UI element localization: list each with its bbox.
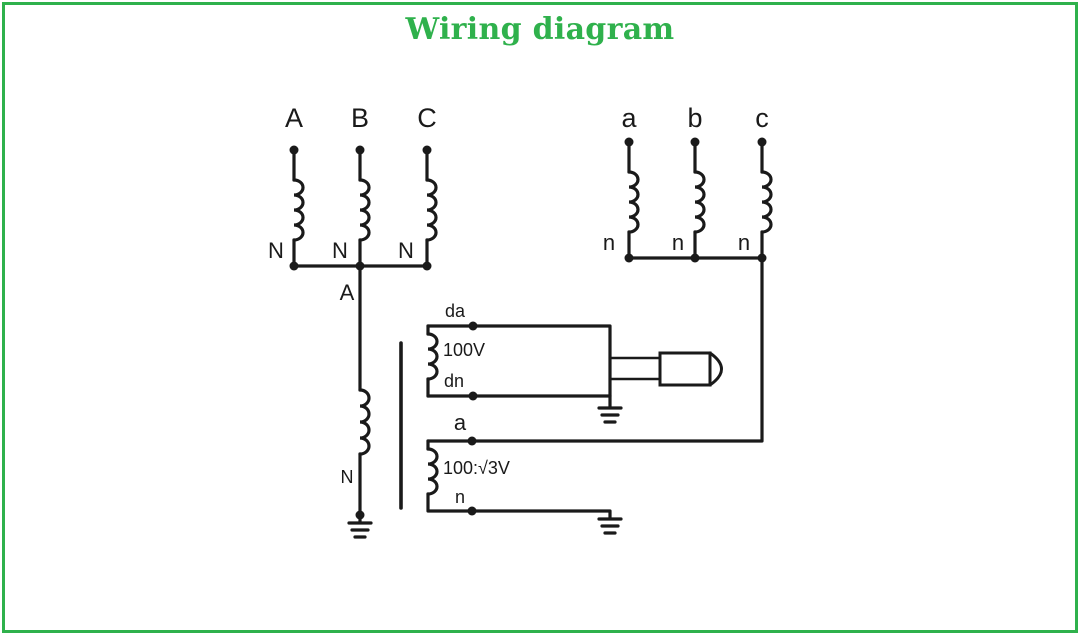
primary-coil-lead (355, 264, 371, 520)
primary-neutral-label-1: N (268, 238, 284, 263)
primary-neutral-label-2: N (332, 238, 348, 263)
diagram-title: Wiring diagram (405, 12, 675, 47)
terminal-a-label: a (621, 103, 637, 133)
terminal-c-label: c (755, 103, 769, 133)
open-delta-winding (426, 321, 612, 401)
measuring-voltage-label: 100:√3V (443, 458, 510, 478)
terminal-A-label: A (285, 103, 303, 133)
primary-junction-label: A (340, 280, 355, 305)
terminal-b-label: b (687, 103, 702, 133)
secondary-neutral-label-1: n (603, 230, 615, 255)
secondary-phase-a (624, 137, 640, 263)
secondary-neutral-label-3: n (738, 230, 750, 255)
open-delta-top-label: da (445, 301, 466, 321)
terminal-B-label: B (351, 103, 369, 133)
primary-neutral-label-3: N (398, 238, 414, 263)
primary-phase-C (422, 145, 438, 271)
open-delta-bottom-label: dn (444, 371, 464, 391)
primary-phase-B (355, 145, 371, 271)
primary-phase-A (289, 145, 305, 271)
measuring-winding (426, 436, 612, 520)
open-delta-voltage-label: 100V (443, 340, 485, 360)
secondary-neutral-label-2: n (672, 230, 684, 255)
open-delta-ground-icon (597, 394, 623, 424)
secondary-phase-c (757, 137, 773, 263)
measuring-bottom-label: n (455, 487, 465, 507)
measuring-ground-icon (597, 517, 623, 535)
secondary-to-measuring-lead (470, 256, 764, 443)
measuring-top-label: a (454, 410, 467, 435)
primary-ground-icon (347, 513, 373, 539)
terminal-C-label: C (417, 103, 437, 133)
primary-coil-neutral-label: N (341, 467, 354, 487)
damping-resistor-icon (608, 351, 723, 387)
secondary-phase-b (690, 137, 706, 263)
